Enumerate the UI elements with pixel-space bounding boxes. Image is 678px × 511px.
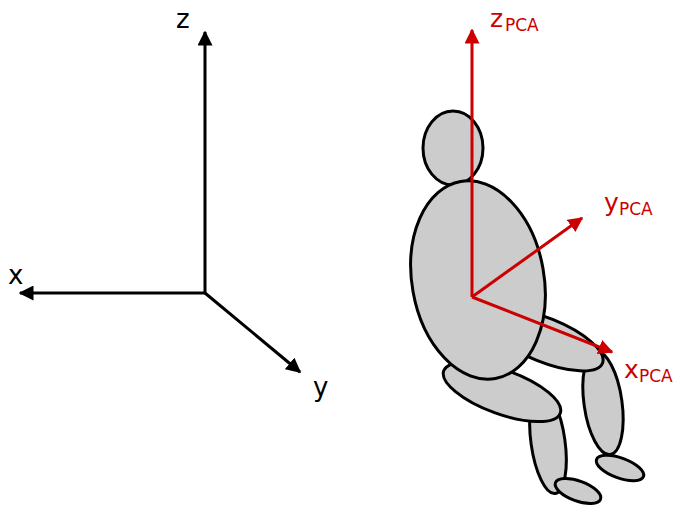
pca-axis-label: x	[624, 357, 639, 382]
human-figure	[396, 111, 647, 509]
axis-label: x	[8, 262, 23, 288]
axis-label: z	[176, 6, 190, 32]
pca-subscript: PCA	[639, 368, 673, 385]
world-axes	[20, 32, 300, 372]
pca-subscript: PCA	[505, 17, 539, 34]
pca-axis-label: y	[604, 190, 619, 215]
pca-axis-label: z	[490, 6, 503, 31]
pca-axes	[472, 30, 612, 352]
axis-label: y	[313, 374, 328, 400]
pca-subscript: PCA	[619, 201, 653, 218]
